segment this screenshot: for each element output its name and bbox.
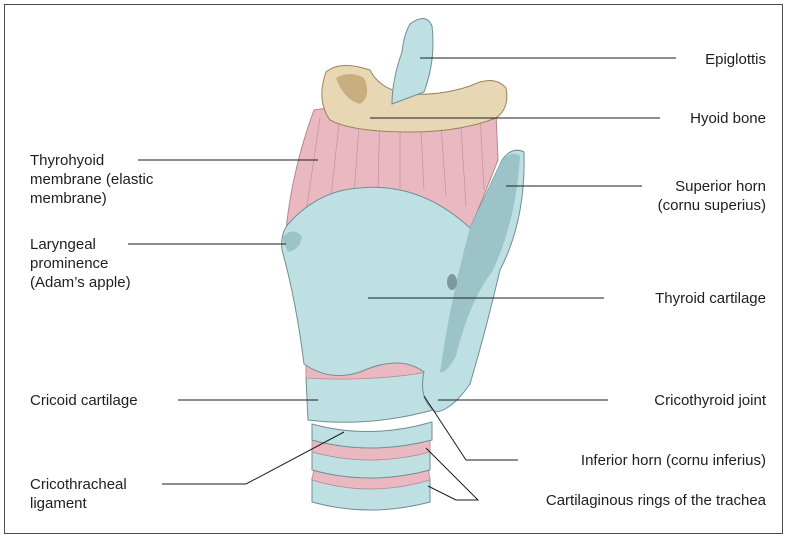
label-thyrohyoid-membrane: Thyrohyoid membrane (elastic membrane) bbox=[30, 151, 153, 208]
label-hyoid-bone: Hyoid bone bbox=[620, 109, 766, 128]
label-superior-horn: Superior horn (cornu superius) bbox=[600, 177, 766, 215]
label-cricotracheal-ligament: Cricothracheal ligament bbox=[30, 475, 127, 513]
label-cricoid-cartilage: Cricoid cartilage bbox=[30, 391, 138, 410]
trachea bbox=[312, 422, 432, 510]
epiglottis-shape bbox=[392, 18, 433, 104]
label-inferior-horn: Inferior horn (cornu inferius) bbox=[520, 451, 766, 470]
tracheal-ring-upper bbox=[312, 422, 432, 448]
label-epiglottis: Epiglottis bbox=[620, 50, 766, 69]
thyroid-foramen bbox=[447, 274, 457, 290]
label-cricothyroid-joint: Cricothyroid joint bbox=[600, 391, 766, 410]
label-tracheal-rings: Cartilaginous rings of the trachea bbox=[480, 491, 766, 510]
label-laryngeal-prominence: Laryngeal prominence (Adam’s apple) bbox=[30, 235, 131, 292]
label-thyroid-cartilage: Thyroid cartilage bbox=[600, 289, 766, 308]
